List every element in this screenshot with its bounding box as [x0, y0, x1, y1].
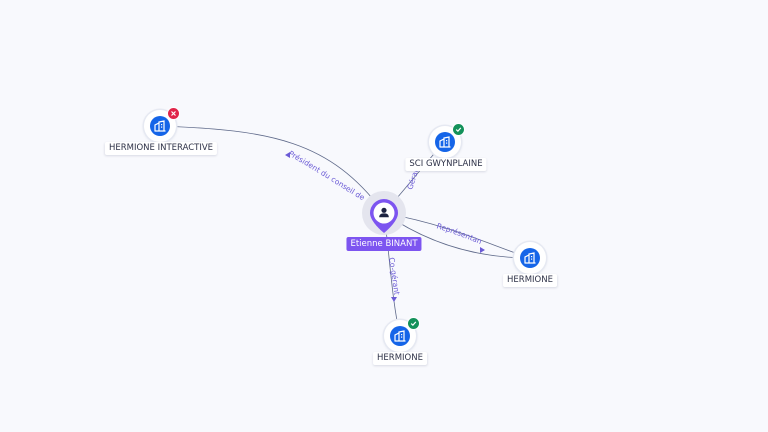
edge-label-representant: Représentant [0, 0, 484, 246]
company-node-hermione-interactive[interactable] [144, 107, 180, 142]
company-node-sci-gwynplaine[interactable] [429, 123, 465, 158]
edge-arrow-cogerant [391, 297, 397, 302]
person-icon [379, 207, 389, 218]
company-node-hermione-right[interactable] [514, 242, 546, 274]
building-icon [435, 132, 455, 152]
company-label-hermione-bottom[interactable]: HERMIONE [373, 352, 427, 365]
person-name-label[interactable]: Etienne BINANT [346, 237, 422, 251]
edge-label-cogerant: Co-gérant [387, 257, 401, 296]
edge-label-president: Président du conseil de [287, 149, 367, 203]
person-node[interactable] [368, 198, 400, 234]
status-active-icon [407, 317, 420, 330]
company-label-hermione-right[interactable]: HERMIONE [503, 274, 557, 287]
edge-president [159, 125, 385, 214]
company-label-hermione-interactive[interactable]: HERMIONE INTERACTIVE [104, 142, 218, 155]
company-node-hermione-bottom[interactable] [384, 317, 420, 352]
status-closed-icon [167, 107, 180, 120]
building-icon [390, 326, 410, 346]
building-icon [150, 116, 170, 136]
edge-arrow-president [285, 152, 290, 158]
company-label-sci-gwynplaine[interactable]: SCI GWYNPLAINE [405, 158, 487, 171]
edge-arrow-representant [480, 247, 485, 253]
building-icon [520, 248, 540, 268]
status-active-icon [452, 123, 465, 136]
